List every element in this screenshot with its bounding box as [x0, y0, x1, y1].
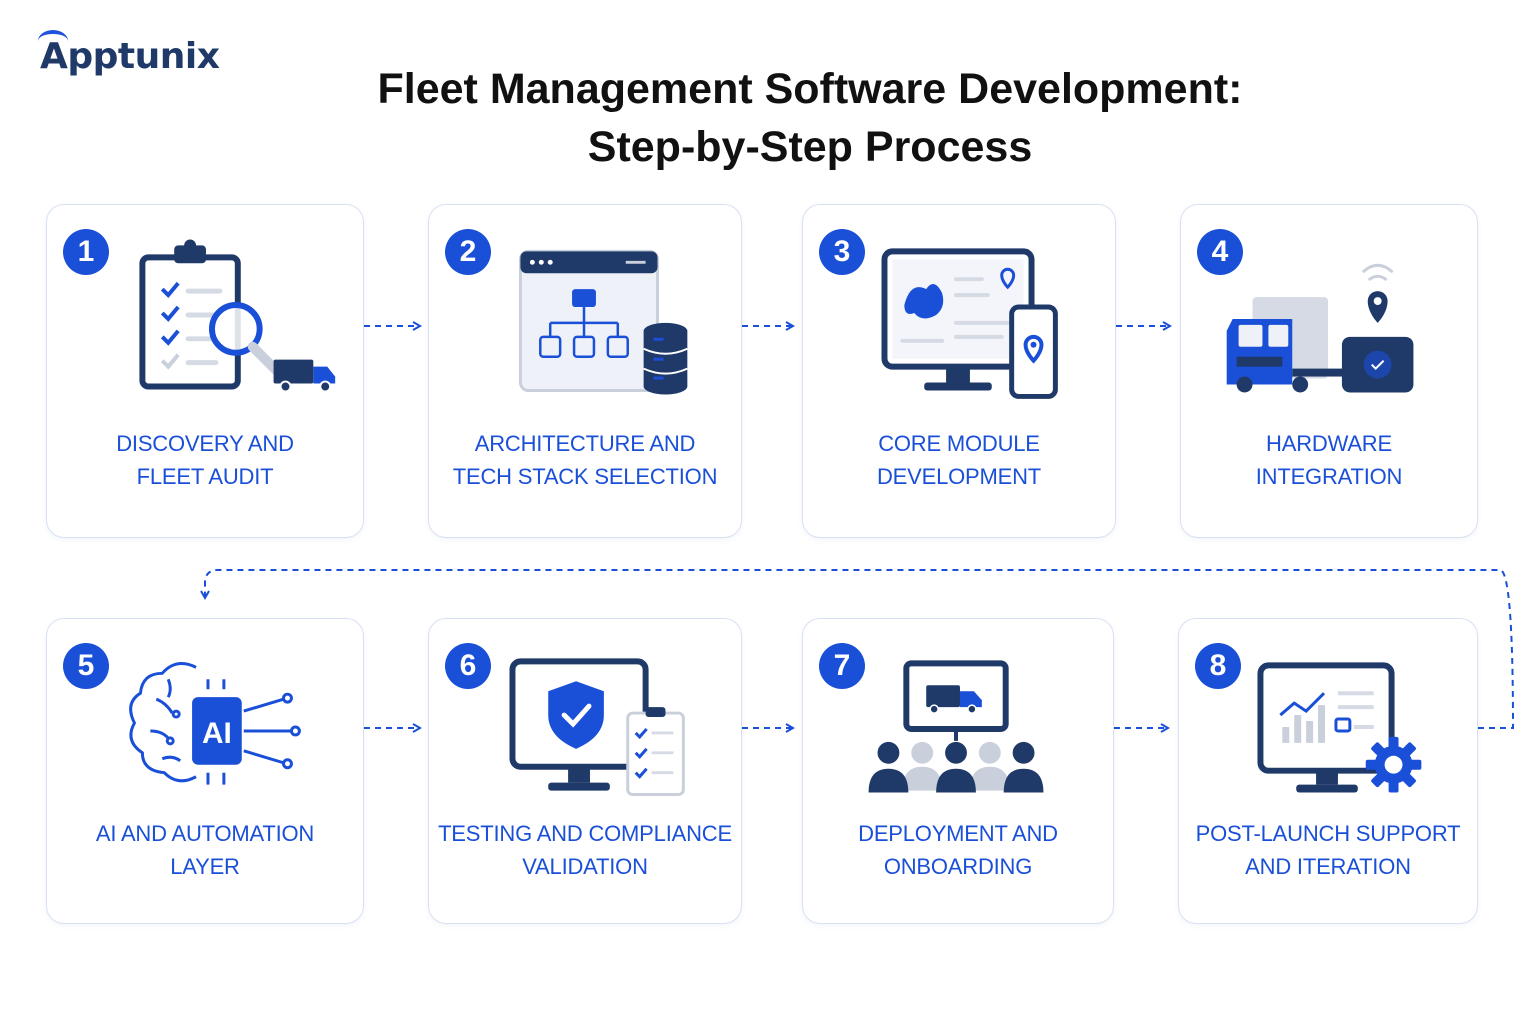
step-number-badge: 7: [819, 643, 865, 689]
truck-gps-device-icon: [1226, 263, 1414, 393]
step-card-1: 1 DISCOVERY AND FLEET AUDIT: [46, 204, 364, 538]
presentation-audience-icon: [868, 660, 1044, 793]
step-number-badge: 2: [445, 229, 491, 275]
step-number-badge: 1: [63, 229, 109, 275]
step-number-badge: 3: [819, 229, 865, 275]
step-card-6: 6 TESTING AND COMPLIANCE VALIDATION: [428, 618, 742, 924]
browser-hierarchy-database-icon: [518, 249, 688, 395]
logo-first-letter: A: [38, 30, 68, 77]
arrow-4-to-5: [205, 569, 1515, 729]
monitor-analytics-gear-icon: [1257, 662, 1422, 793]
step-card-5: 5 AI AI AND AUTOMATION LAYER: [46, 618, 364, 924]
step-label: AI AND AUTOMATION LAYER: [95, 821, 315, 879]
step-label: POST-LAUNCH SUPPORT AND ITERATION: [1195, 821, 1461, 879]
svg-text:AI: AI: [202, 717, 232, 750]
step-label: DEPLOYMENT AND ONBOARDING: [858, 821, 1058, 879]
step-card-4: 4 HARDWARE INTEGRATION: [1180, 204, 1478, 538]
step-card-8: 8: [1178, 618, 1478, 924]
step-label: HARDWARE INTEGRATION: [1255, 431, 1403, 489]
page-title: Fleet Management Software Development: S…: [290, 60, 1330, 176]
page-title-line-2: Step-by-Step Process: [587, 123, 1033, 171]
ai-brain-chip-icon: AI: [129, 662, 301, 785]
step-label: CORE MODULE DEVELOPMENT: [876, 431, 1042, 489]
clipboard-magnifier-truck-icon: [139, 239, 336, 393]
brand-logo: Apptunix: [38, 30, 220, 77]
step-label: TESTING AND COMPLIANCE VALIDATION: [438, 821, 732, 879]
step-label: DISCOVERY AND FLEET AUDIT: [116, 431, 294, 489]
logo-rest: pptunix: [67, 36, 220, 77]
step-number-badge: 4: [1197, 229, 1243, 275]
monitor-map-phone-icon: [881, 248, 1058, 399]
step-card-7: 7 DEPLOYMENT AND ONBOARDING: [802, 618, 1114, 924]
step-number-badge: 5: [63, 643, 109, 689]
logo-swoosh-icon: [38, 30, 68, 52]
page-title-line-1: Fleet Management Software Development:: [377, 65, 1243, 113]
step-number-badge: 8: [1195, 643, 1241, 689]
monitor-shield-checklist-icon: [509, 658, 685, 797]
step-card-3: 3 CORE MODULE DEVELOPMENT: [802, 204, 1116, 538]
step-number-badge: 6: [445, 643, 491, 689]
step-card-2: 2 ARCHITECTURE AND TECH STACK S: [428, 204, 742, 538]
step-label: ARCHITECTURE AND TECH STACK SELECTION: [452, 431, 718, 489]
